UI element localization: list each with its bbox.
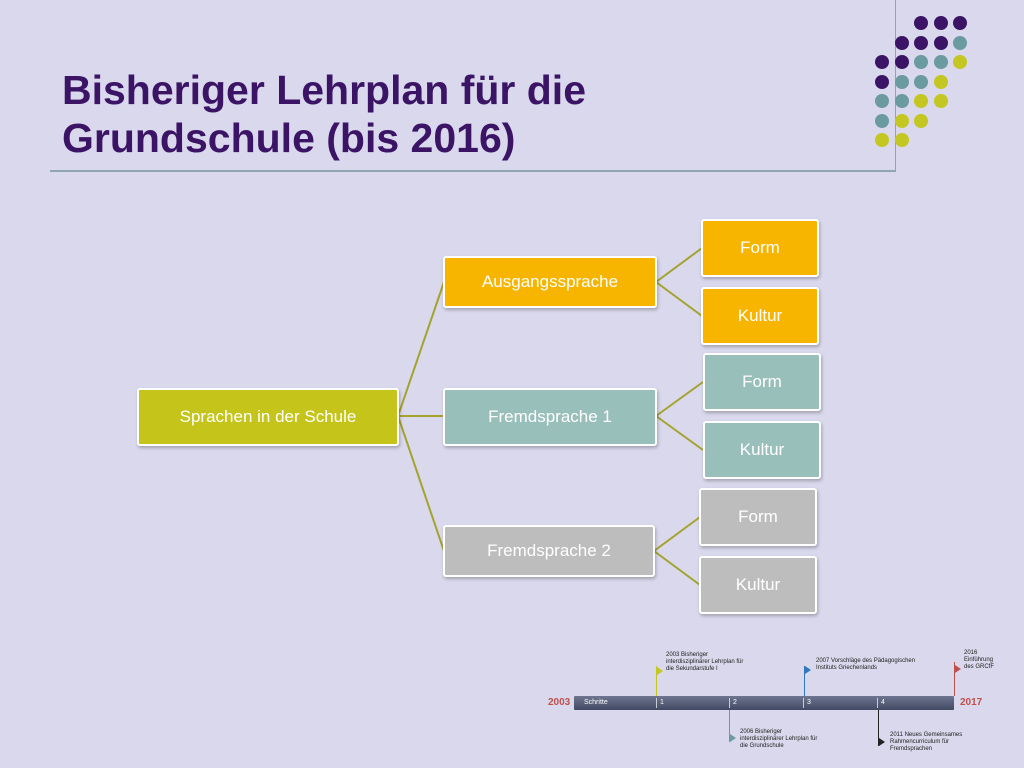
title-underline [50,170,896,172]
timeline-event-marker [805,666,811,674]
timeline-event-stem [729,710,730,742]
connector-fremdsprache1-form [655,381,704,417]
timeline-start-year: 2003 [548,697,571,708]
timeline-event-marker [879,738,885,746]
connector-ausgangssprache-form [655,247,703,283]
timeline-event-2006: 2006 Bisheriger interdisziplinärer Lehrp… [740,729,818,749]
timeline-event-2003: 2003 Bisheriger interdisziplinärer Lehrp… [666,652,744,672]
timeline-event-stem [878,710,879,746]
slide-title-line-2: Grundschule (bis 2016) [62,115,516,161]
node-fremdsprache-2-form: Form [699,488,817,546]
timeline-step-2: 2 [733,699,737,706]
timeline-event-marker [730,734,736,742]
node-ausgangssprache: Ausgangssprache [443,256,657,308]
connector-fremdsprache2-form [653,516,701,552]
timeline-end-year: 2017 [960,697,983,708]
timeline-tick [656,698,657,708]
node-sprachen-in-der-schule: Sprachen in der Schule [137,388,399,446]
timeline-event-2007: 2007 Vorschläge des Pädagogischen Instit… [816,658,916,671]
connector-fremdsprache1-kultur [655,415,704,451]
timeline-bar [574,696,954,710]
node-fremdsprache-2: Fremdsprache 2 [443,525,655,577]
connector-fremdsprache2-kultur [653,550,701,586]
timeline-event-marker [955,665,961,673]
timeline-tick [877,698,878,708]
node-ausgangssprache-form: Form [701,219,819,277]
node-ausgangssprache-kultur: Kultur [701,287,819,345]
node-fremdsprache-1-kultur: Kultur [703,421,821,479]
timeline-tick [803,698,804,708]
slide-title: Bisheriger Lehrplan für die Grundschule … [62,66,822,162]
timeline-step-1: 1 [660,699,664,706]
timeline-step-3: 3 [807,699,811,706]
timeline-event-marker [657,667,663,675]
timeline: 2003 Schritte 1 2 3 4 2017 2003 Bisherig… [540,636,1010,768]
node-fremdsprache-1: Fremdsprache 1 [443,388,657,446]
node-fremdsprache-2-kultur: Kultur [699,556,817,614]
timeline-event-2011: 2011 Neues Gemeinsames Rahmencurriculum … [890,732,963,752]
timeline-event-stem [954,662,955,696]
timeline-bar-label: Schritte [584,699,608,706]
timeline-event-stem [804,666,805,696]
connector-root-ausgangssprache [397,281,445,417]
timeline-step-4: 4 [881,699,885,706]
connector-root-fremdsprache2 [397,415,445,552]
connector-ausgangssprache-kultur [655,281,703,317]
node-fremdsprache-1-form: Form [703,353,821,411]
slide-title-line-1: Bisheriger Lehrplan für die [62,67,586,113]
timeline-event-stem [656,666,657,696]
timeline-tick [729,698,730,708]
timeline-event-2016: 2016 Einführung des GRCfF [964,650,995,670]
